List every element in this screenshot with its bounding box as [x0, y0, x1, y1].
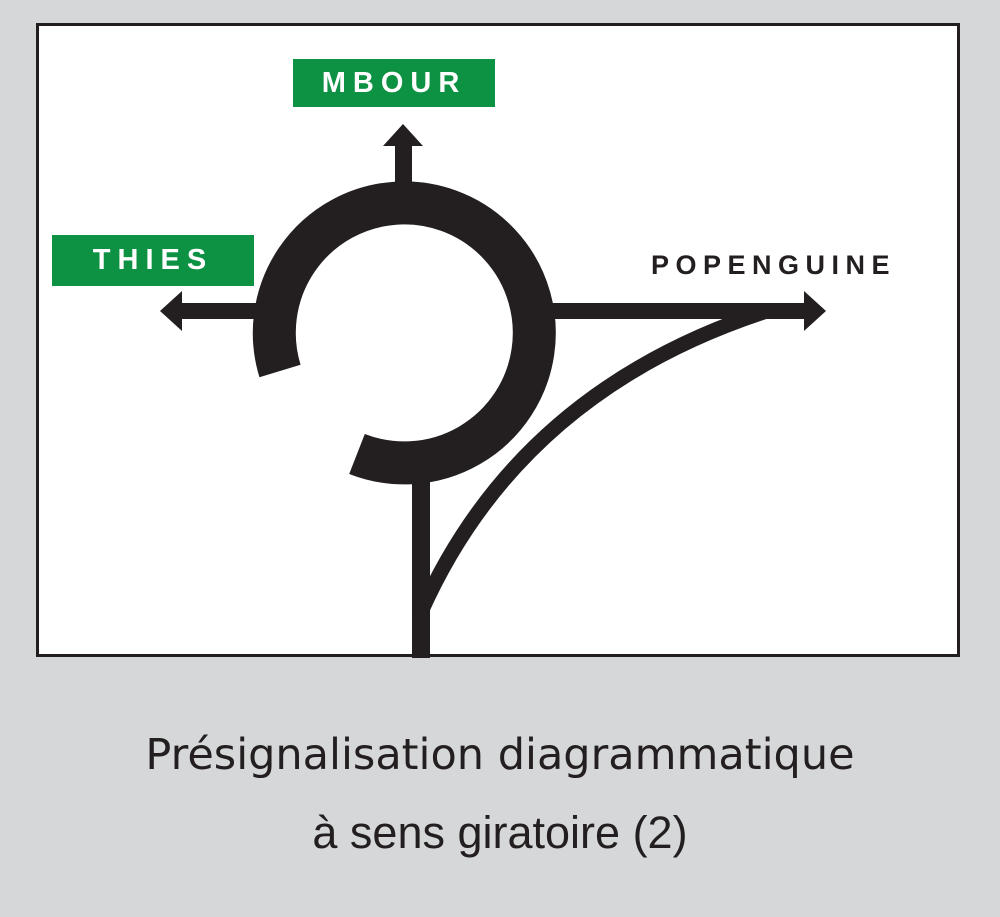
caption-title: Présignalisation diagrammatique: [145, 730, 855, 780]
bypass-lane: [414, 302, 773, 616]
approach-road: [412, 478, 430, 658]
top-arrow-head: [383, 124, 423, 146]
left-arrow-head: [160, 291, 182, 331]
left-exit-road: [178, 303, 263, 319]
destination-mbour-text: MBOUR: [321, 66, 467, 99]
top-exit-road: [395, 142, 412, 184]
destination-popenguine-label: POPENGUINE: [651, 250, 897, 280]
destination-thies-label: THIES: [52, 235, 254, 286]
roundabout-ring: [252, 181, 556, 485]
sign-panel: [36, 23, 960, 657]
destination-mbour-label: MBOUR: [293, 59, 495, 107]
right-exit-road: [552, 303, 808, 319]
caption-subtitle: à sens giratoire (2): [312, 807, 688, 858]
destination-thies-text: THIES: [92, 244, 214, 276]
right-arrow-head: [804, 291, 826, 331]
